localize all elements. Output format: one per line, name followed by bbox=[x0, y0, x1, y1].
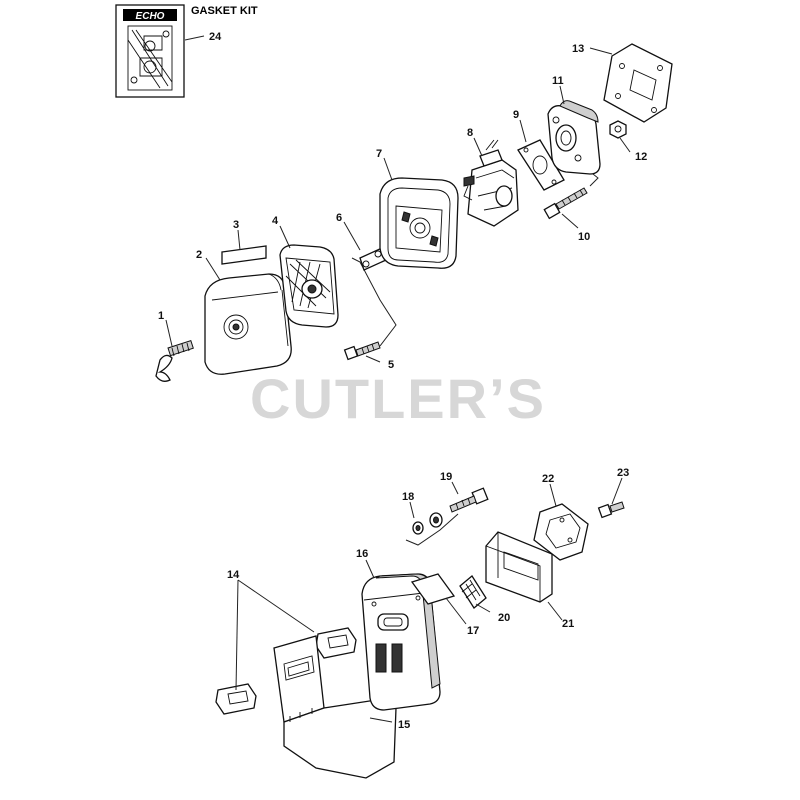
part-1-wing-bolt bbox=[155, 339, 194, 382]
part-4-air-filter bbox=[279, 244, 339, 328]
part-15-bracket bbox=[273, 635, 397, 779]
part-21-muffler-cover bbox=[485, 531, 553, 603]
part-10-bolt bbox=[543, 187, 588, 220]
callout-17: 17 bbox=[467, 625, 479, 637]
part-14-gasket-upper bbox=[315, 627, 357, 659]
callout-12: 12 bbox=[635, 151, 647, 163]
callout-23: 23 bbox=[617, 467, 629, 479]
gasket-kit-illustration: ECHO bbox=[115, 4, 185, 98]
part-22-gasket bbox=[533, 503, 589, 561]
leader-lines bbox=[165, 47, 631, 723]
callout-14: 14 bbox=[227, 569, 240, 581]
part-12-nut bbox=[609, 120, 627, 139]
callout-9: 9 bbox=[513, 109, 519, 121]
part-7-air-cleaner-case bbox=[379, 177, 459, 269]
callout-5: 5 bbox=[388, 359, 394, 371]
callouts: 1 2 3 4 5 6 7 8 9 10 11 12 13 14 15 16 1… bbox=[158, 43, 647, 731]
watermark-text: CUTLER’S bbox=[250, 367, 546, 430]
callout-19: 19 bbox=[440, 471, 452, 483]
callout-11: 11 bbox=[552, 75, 564, 87]
callout-10: 10 bbox=[578, 231, 590, 243]
part-23-screw bbox=[597, 501, 625, 519]
callout-18: 18 bbox=[402, 491, 414, 503]
kit-title: GASKET KIT bbox=[191, 5, 258, 17]
callout-21: 21 bbox=[562, 618, 574, 630]
part-20-screen bbox=[459, 575, 487, 609]
callout-7: 7 bbox=[376, 148, 382, 160]
callout-22: 22 bbox=[542, 473, 554, 485]
part-8-carburetor bbox=[463, 139, 519, 227]
callout-8: 8 bbox=[467, 127, 473, 139]
echo-logo: ECHO bbox=[136, 11, 165, 22]
callout-15: 15 bbox=[398, 719, 410, 731]
callout-24: 24 bbox=[209, 31, 222, 43]
part-3-pad bbox=[221, 245, 267, 265]
callout-1: 1 bbox=[158, 310, 164, 322]
part-9-gasket bbox=[517, 139, 565, 191]
part-19-bolt bbox=[449, 487, 489, 513]
callout-6: 6 bbox=[336, 212, 342, 224]
part-13-gasket-plate bbox=[603, 43, 673, 123]
part-16-muffler bbox=[361, 573, 441, 711]
part-2-air-cleaner-cover bbox=[204, 273, 292, 375]
callout-4: 4 bbox=[272, 215, 279, 227]
callout-3: 3 bbox=[233, 219, 239, 231]
callout-20: 20 bbox=[498, 612, 510, 624]
callout-2: 2 bbox=[196, 249, 202, 261]
callout-16: 16 bbox=[356, 548, 368, 560]
part-5-bolt bbox=[343, 341, 381, 361]
part-14-gasket-lower bbox=[215, 683, 257, 715]
part-18-washers bbox=[412, 512, 443, 535]
part-17-gasket bbox=[410, 573, 456, 605]
part-11-insulator bbox=[547, 100, 601, 175]
callout-13: 13 bbox=[572, 43, 584, 55]
